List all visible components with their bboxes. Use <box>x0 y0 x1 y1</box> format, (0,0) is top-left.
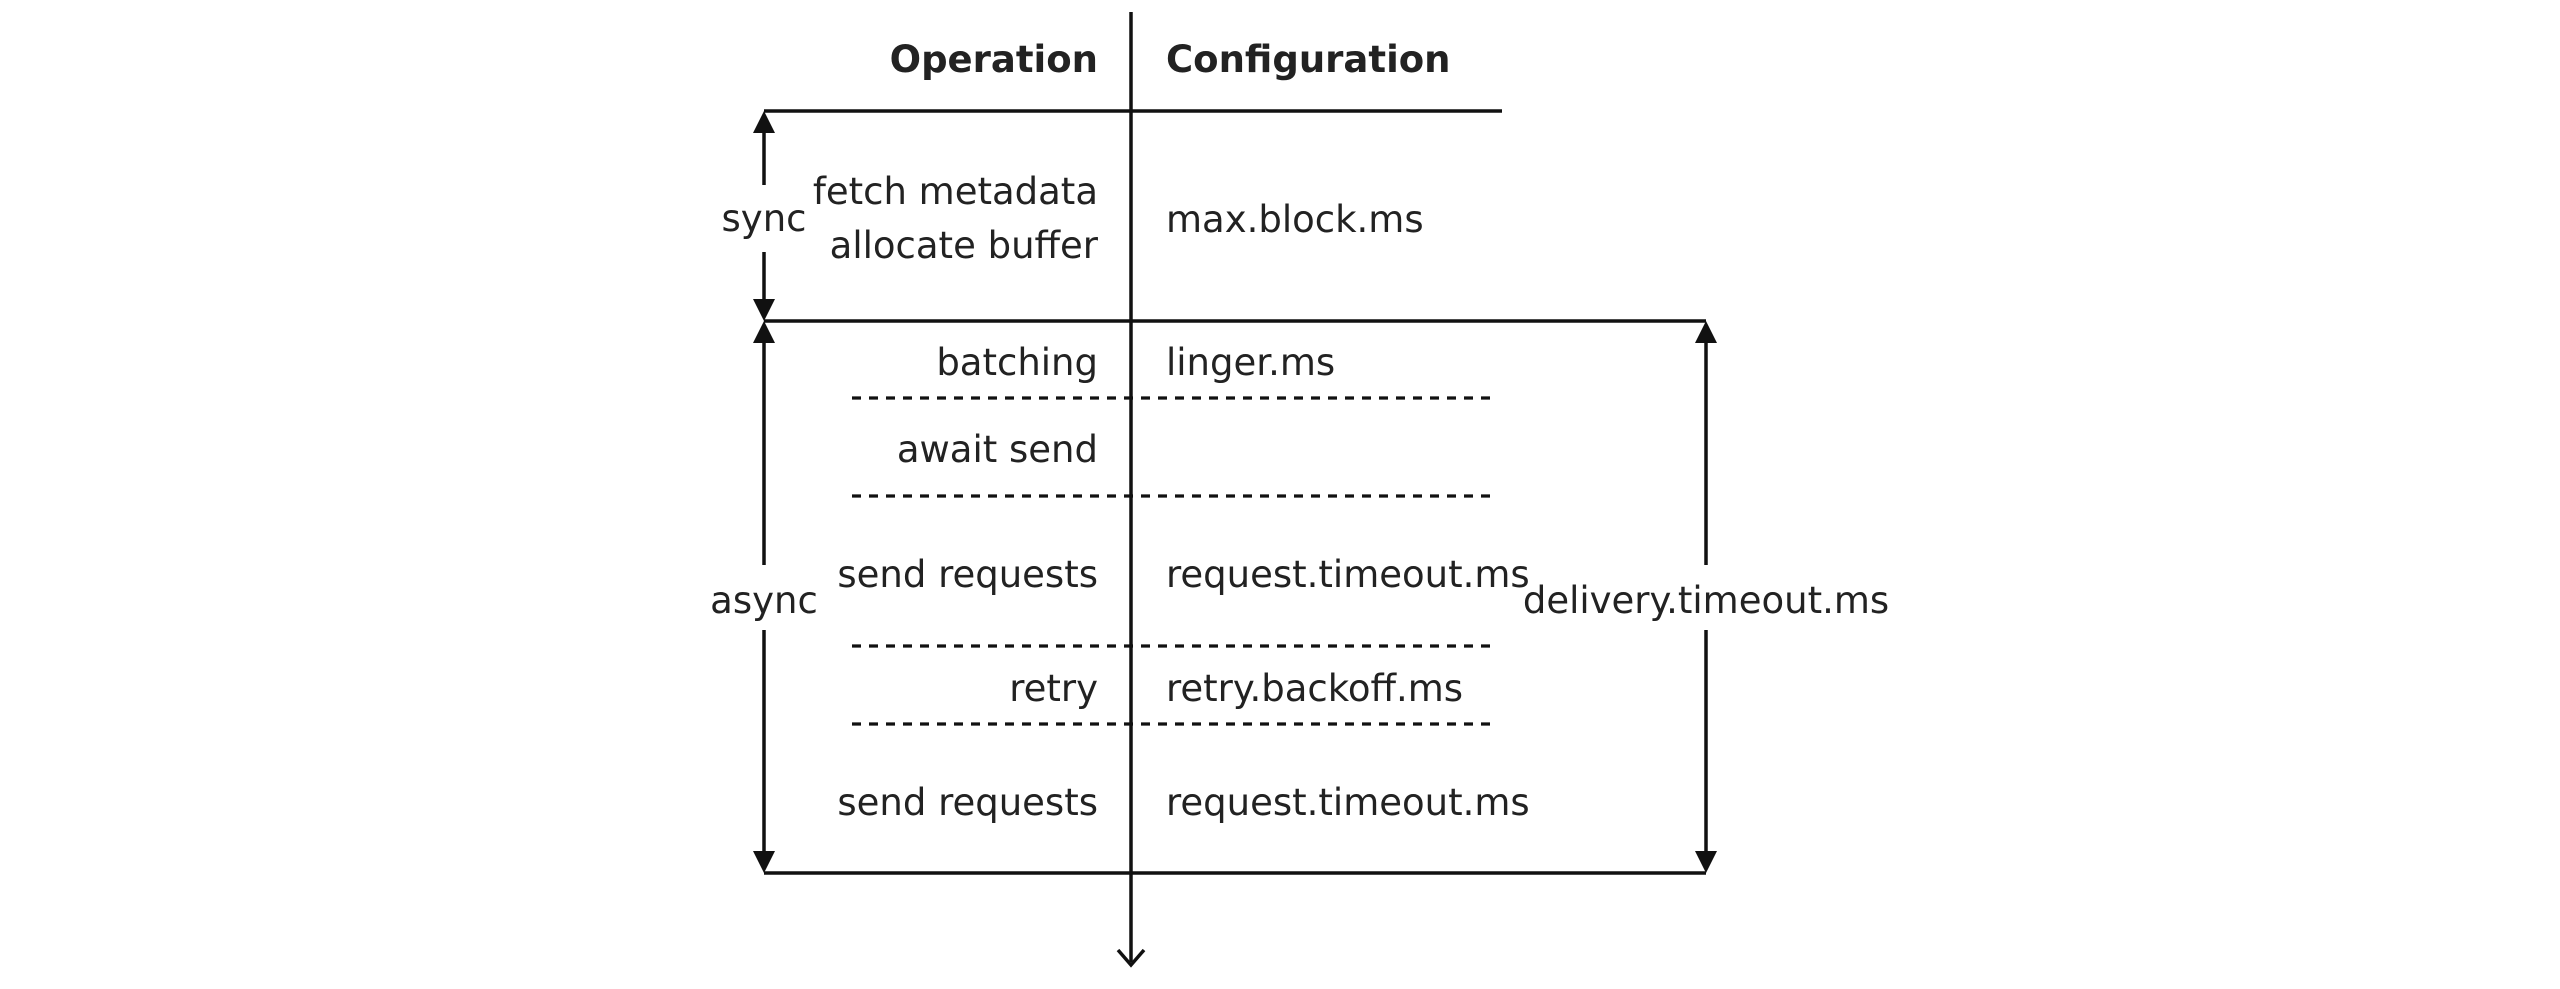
delivery-timeout-range-arrow <box>1695 321 1717 873</box>
configuration-header: Configuration <box>1166 38 1451 81</box>
operation-header: Operation <box>890 38 1098 81</box>
delivery-timeout-label: delivery.timeout.ms <box>1523 579 1889 622</box>
operation-send-requests: send requests <box>837 781 1098 824</box>
operation-await-send: await send <box>897 428 1098 471</box>
operation-retry: retry <box>1009 667 1098 710</box>
config-max-block-ms: max.block.ms <box>1166 198 1424 241</box>
config-linger-ms: linger.ms <box>1166 341 1335 384</box>
sync-label: sync <box>722 197 807 240</box>
async-range-arrow <box>753 321 775 873</box>
config-request-timeout-ms: request.timeout.ms <box>1166 553 1530 596</box>
operation-send-requests: send requests <box>837 553 1098 596</box>
async-label: async <box>710 579 818 622</box>
config-retry-backoff-ms: retry.backoff.ms <box>1166 667 1463 710</box>
config-request-timeout-ms: request.timeout.ms <box>1166 781 1530 824</box>
sync-range-arrow <box>753 111 775 321</box>
timeline-arrow-head <box>1116 948 1146 968</box>
operation-allocate-buffer: allocate buffer <box>830 224 1099 267</box>
operation-batching: batching <box>936 341 1098 384</box>
operation-fetch-metadata: fetch metadata <box>813 170 1098 213</box>
